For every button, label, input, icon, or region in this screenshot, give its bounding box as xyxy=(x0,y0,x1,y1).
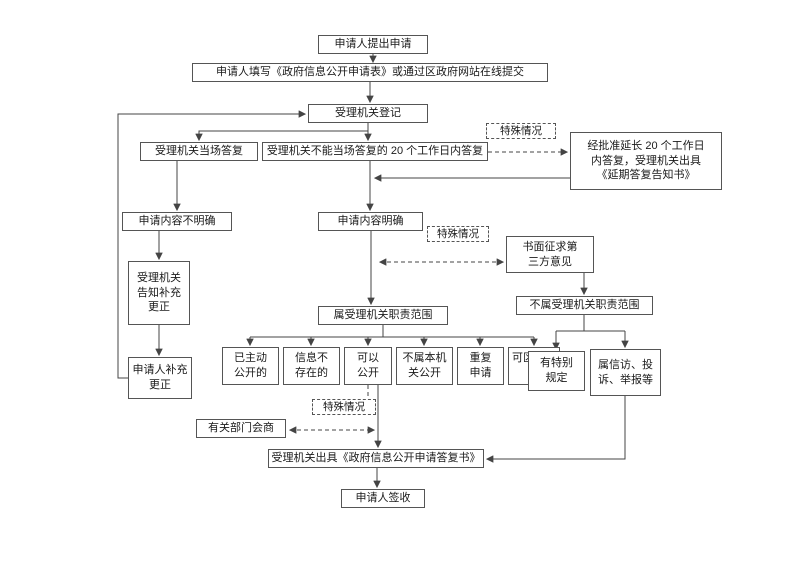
node-issue-reply-document: 受理机关出具《政府信息公开申请答复书》 xyxy=(268,449,484,468)
node-already-public: 已主动 公开的 xyxy=(222,347,279,385)
node-applicant-supplement: 申请人补充 更正 xyxy=(128,357,192,399)
node-department-consultation: 有关部门会商 xyxy=(196,419,286,438)
node-reply-within-20-days: 受理机关不能当场答复的 20 个工作日内答复 xyxy=(262,142,488,161)
node-petition-complaint: 属信访、投 诉、举报等 xyxy=(590,349,661,396)
node-not-this-organ: 不属本机 关公开 xyxy=(396,347,453,385)
node-content-unclear: 申请内容不明确 xyxy=(122,212,232,231)
node-outside-duty-scope: 不属受理机关职责范围 xyxy=(516,296,653,315)
node-repeated-application: 重复 申请 xyxy=(457,347,504,385)
node-fill-application-form: 申请人填写《政府信息公开申请表》或通过区政府网站在线提交 xyxy=(192,63,548,82)
node-can-be-public: 可以 公开 xyxy=(344,347,392,385)
node-special-provisions: 有特别 规定 xyxy=(528,351,585,391)
flow-connector xyxy=(485,396,626,463)
node-onsite-reply: 受理机关当场答复 xyxy=(140,142,258,161)
node-notify-supplement-correction: 受理机关 告知补充 更正 xyxy=(128,261,190,325)
node-content-clear: 申请内容明确 xyxy=(318,212,423,231)
flow-connector xyxy=(117,110,307,379)
flow-connector xyxy=(195,130,368,142)
node-submit-application: 申请人提出申请 xyxy=(318,35,428,54)
node-third-party-opinion: 书面征求第 三方意见 xyxy=(506,236,594,273)
node-extension-notice: 经批准延长 20 个工作日 内答复，受理机关出具 《延期答复告知书》 xyxy=(570,132,722,190)
node-applicant-sign: 申请人签收 xyxy=(341,489,425,508)
node-info-not-exist: 信息不 存在的 xyxy=(283,347,340,385)
label-special-case-mid: 特殊情况 xyxy=(427,226,489,242)
label-special-case-bottom: 特殊情况 xyxy=(312,399,376,415)
label-special-case-top: 特殊情况 xyxy=(486,123,556,139)
node-within-duty-scope: 属受理机关职责范围 xyxy=(318,306,448,325)
node-accepting-organ-register: 受理机关登记 xyxy=(308,104,428,123)
